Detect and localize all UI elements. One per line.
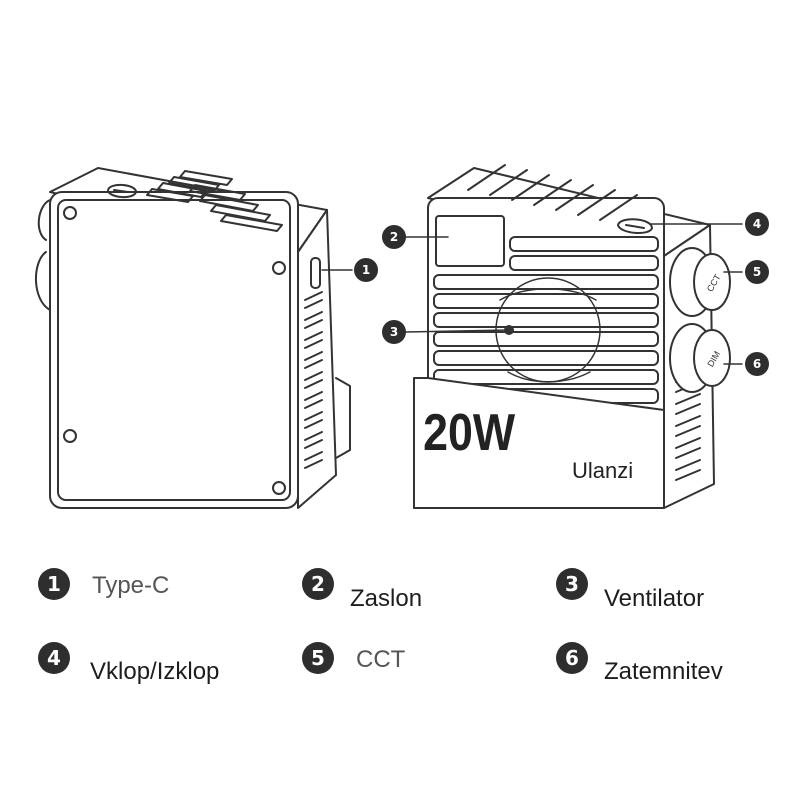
dim-knob [669, 323, 731, 393]
legend-label: Zatemnitev [604, 658, 723, 685]
callout-2: 2 [382, 225, 406, 249]
callout-1: 1 [354, 258, 378, 282]
cct-knob [669, 247, 731, 317]
legend-label: Ventilator [604, 585, 705, 612]
svg-text:3: 3 [390, 325, 398, 339]
power-badge: 20W [423, 404, 515, 462]
device-back-view [34, 167, 351, 509]
legend-number: 1 [38, 568, 70, 600]
legend-number: 4 [38, 642, 70, 674]
legend-number: 2 [302, 568, 334, 600]
callout-5: 5 [745, 260, 769, 284]
front-label-plate [413, 377, 665, 509]
svg-text:4: 4 [753, 217, 761, 231]
legend-label: CCT [356, 646, 406, 673]
device-front-view [413, 164, 731, 509]
legend-number: 5 [302, 642, 334, 674]
legend-label: Zaslon [350, 585, 423, 612]
power-switch-back [107, 184, 137, 198]
power-switch [617, 218, 653, 234]
legend-number: 3 [556, 568, 588, 600]
usb-c-port [310, 257, 321, 289]
legend-label: Vklop/Izklop [90, 658, 220, 685]
product-diagram: 20W Ulanzi CCT DIM 1 2 3 4 5 6 [34, 164, 769, 509]
callout-3: 3 [382, 320, 406, 344]
side-vents-left [304, 291, 323, 469]
svg-text:1: 1 [362, 263, 370, 277]
callout-lines [321, 223, 743, 365]
svg-text:2: 2 [390, 230, 398, 244]
svg-text:6: 6 [753, 357, 761, 371]
legend-number: 6 [556, 642, 588, 674]
display-screen [435, 215, 505, 267]
top-vents-right [467, 164, 638, 221]
brand-logo: Ulanzi [572, 458, 633, 483]
top-vents-left [146, 170, 283, 232]
callout-4: 4 [745, 212, 769, 236]
svg-text:5: 5 [753, 265, 761, 279]
callout-6: 6 [745, 352, 769, 376]
legend-label: Type-C [92, 572, 170, 599]
